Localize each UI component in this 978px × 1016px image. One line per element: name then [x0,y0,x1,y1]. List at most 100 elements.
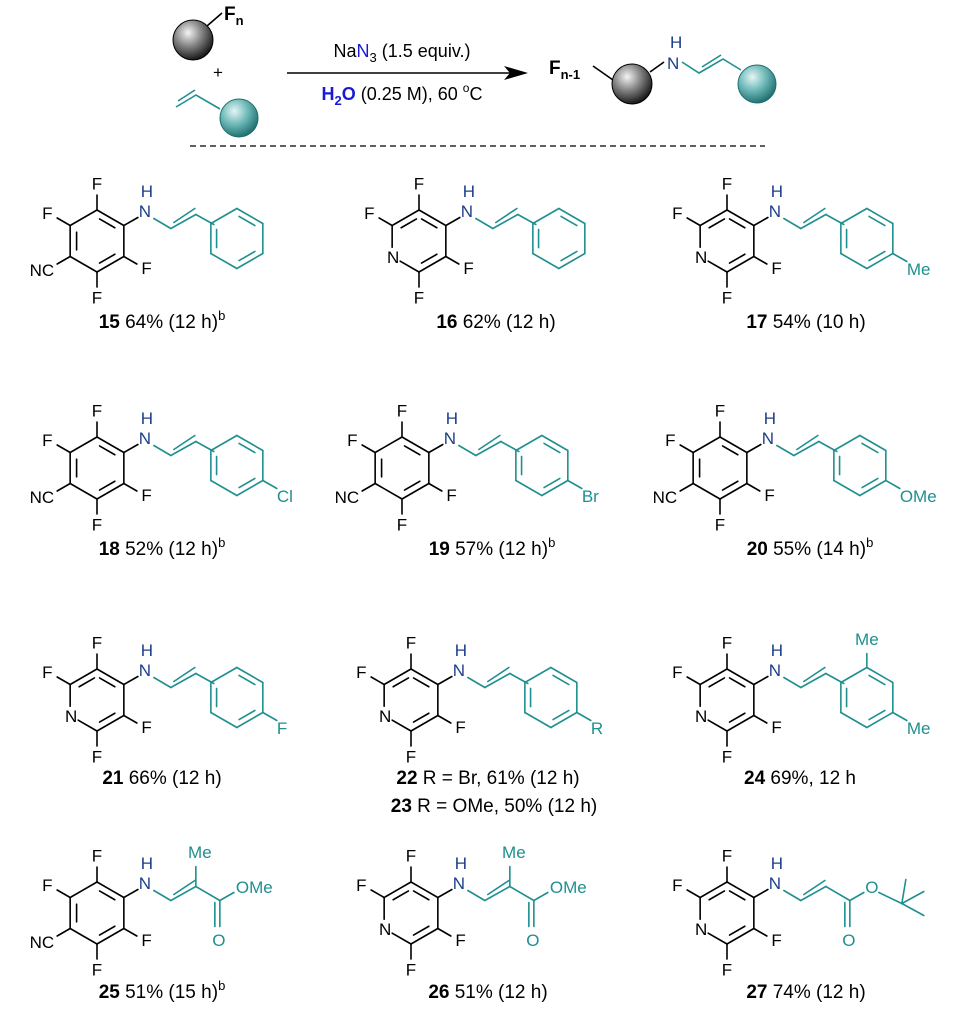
fluorine-atom: F [397,402,407,421]
pyridine-nitrogen: N [387,248,399,267]
compound-caption: 27 74% (12 h) [746,982,865,1003]
methyl-group: Me [188,843,212,862]
fluorine-atom: F [92,516,102,535]
para-substituent: Br [582,487,599,506]
fluorine-atom: F [455,931,465,950]
compound-caption: 26 51% (12 h) [428,982,547,1003]
fluorine-atom: F [406,748,416,767]
fluorine-atom: F [92,748,102,767]
fluorine-atom: F [92,634,102,653]
fluorine-atom: F [406,634,416,653]
para-substituent: Me [907,719,931,738]
compound-23: 23 R = OMe, 50% (12 h) [391,796,597,817]
fluorine-atom: F [141,259,151,278]
amine-hydrogen: H [141,641,153,660]
amine-hydrogen: H [455,854,467,873]
fluorine-atom: F [771,718,781,737]
amine-hydrogen: H [771,641,783,660]
fluorine-atom: F [406,961,416,980]
compound-caption: 24 69%, 12 h [744,768,856,789]
pyridine-nitrogen: N [379,920,391,939]
svg-text:N: N [667,54,679,73]
ester-oxygen: O [865,878,878,897]
ortho-substituent: Me [855,630,879,649]
para-substituent: F [277,719,287,738]
plus-sign: + [213,63,223,82]
carbonyl-oxygen: O [212,931,225,950]
fluorine-atom: F [446,486,456,505]
fluorine-atom: F [672,663,682,682]
para-substituent: R [591,719,603,738]
amine-hydrogen: H [446,409,458,428]
fluorine-atom: F [715,516,725,535]
cyano-group: NC [335,488,360,507]
amine-nitrogen: N [139,874,151,893]
compound-caption: 19 57% (12 h)b [429,535,556,560]
para-substituent: Cl [277,487,293,506]
svg-text:H: H [670,33,682,52]
fluorine-atom: F [463,259,473,278]
fluorine-atom: F [722,847,732,866]
fluorine-atom: F [722,175,732,194]
svg-text:Fn-1: Fn-1 [549,58,580,82]
amine-nitrogen: N [453,874,465,893]
fluorine-atom: F [722,748,732,767]
fluorine-atom: F [42,876,52,895]
cyano-group: NC [30,488,55,507]
fluorine-atom: F [356,876,366,895]
compound-19: F F F F NC NH Br 19 57% (12 h)b [335,402,600,561]
methyl-group: Me [502,843,526,862]
fluorine-atom: F [722,634,732,653]
pyridine-nitrogen: N [695,248,707,267]
pyridine-nitrogen: N [379,707,391,726]
amine-nitrogen: N [139,429,151,448]
fluorine-atom: F [92,847,102,866]
methoxy-group: OMe [550,878,587,897]
compound-caption: 16 62% (12 h) [436,312,555,333]
arene-ball-icon [172,19,214,61]
carbonyl-oxygen: O [526,931,539,950]
fluorine-atom: F [92,175,102,194]
amine-hydrogen: H [141,182,153,201]
alkene-ball-icon [219,98,259,138]
para-substituent: Me [907,260,931,279]
compound-caption: 25 51% (15 h)b [99,978,226,1003]
fluorine-atom: F [406,847,416,866]
amine-hydrogen: H [771,182,783,201]
cyano-group: NC [30,933,55,952]
fluorine-atom: F [722,961,732,980]
amine-nitrogen: N [444,429,456,448]
compound-caption: 15 64% (12 h)b [99,308,226,333]
fluorine-atom: F [722,289,732,308]
product-alkene-ball-icon [737,64,777,104]
amine-nitrogen: N [139,202,151,221]
reagent-line-2: H2O (0.25 M), 60 oC [322,81,483,108]
compound-caption: 23 R = OMe, 50% (12 h) [391,796,597,817]
compound-caption: 21 66% (12 h) [102,768,221,789]
carbonyl-oxygen: O [842,931,855,950]
fluorine-atom: F [771,259,781,278]
fluorine-atom: F [414,175,424,194]
amine-nitrogen: N [461,202,473,221]
fluorine-atom: F [141,486,151,505]
product-arene-ball-icon [611,63,653,105]
fluorine-atom: F [715,402,725,421]
fluorine-atom: F [141,931,151,950]
fluorine-atom: F [347,431,357,450]
amine-nitrogen: N [453,661,465,680]
para-substituent: OMe [900,487,937,506]
amine-nitrogen: N [769,874,781,893]
fluorine-atom: F [397,516,407,535]
pyridine-nitrogen: N [65,707,77,726]
amine-hydrogen: H [764,409,776,428]
cyano-group: NC [30,261,55,280]
